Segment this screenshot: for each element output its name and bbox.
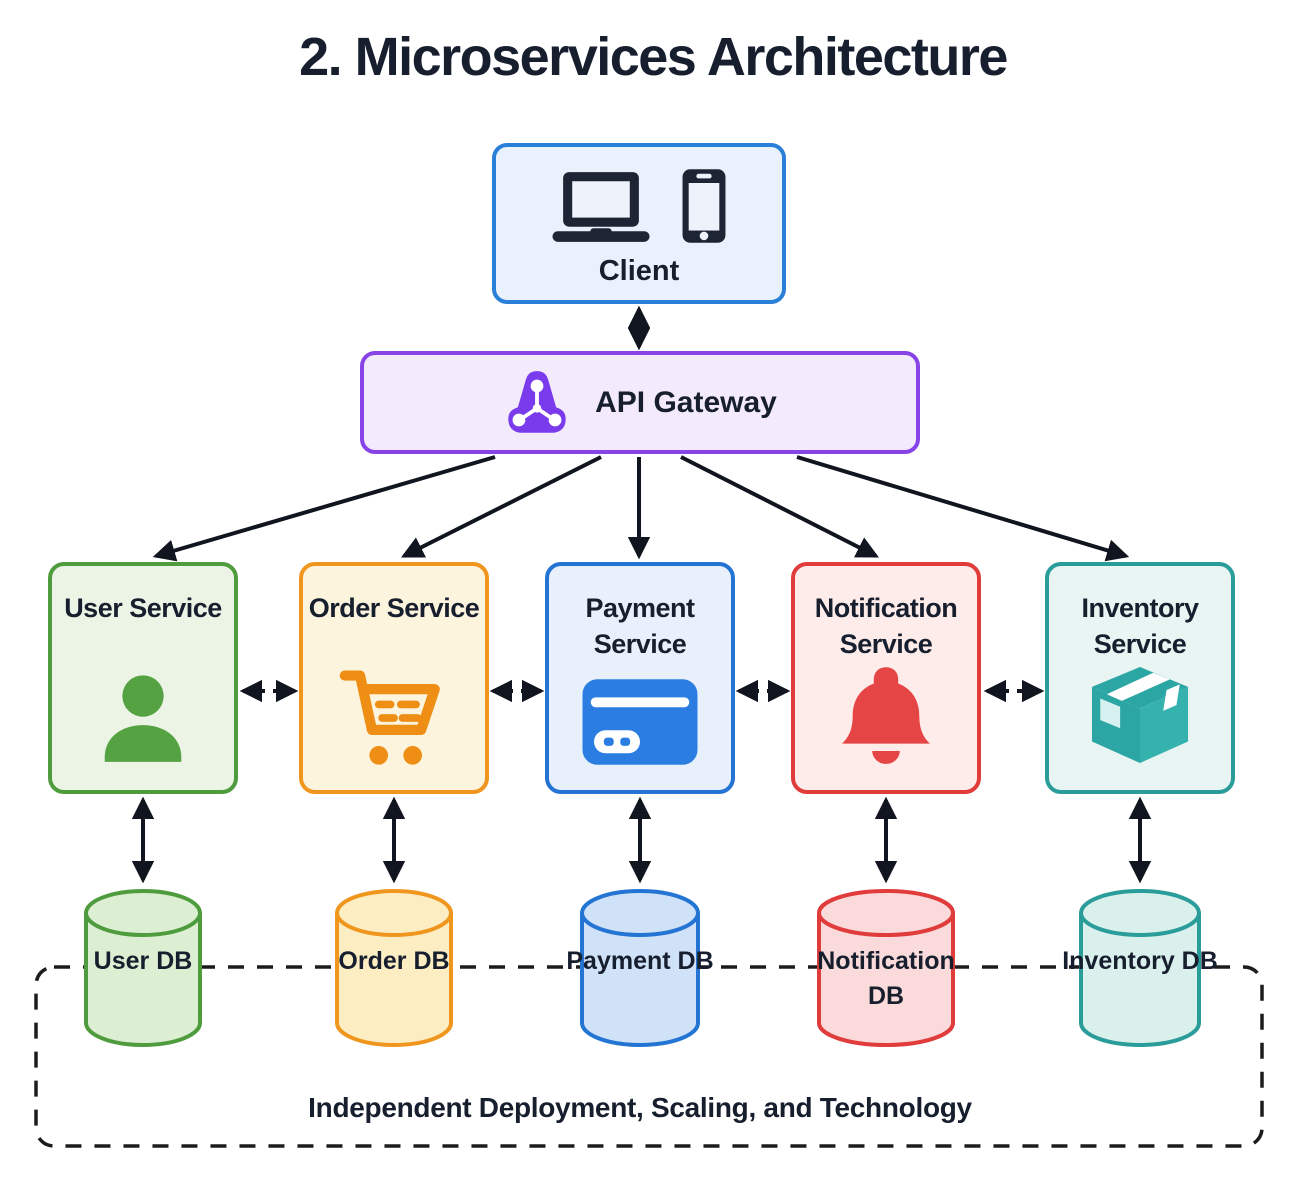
database-order: Order DB <box>333 886 455 1056</box>
independent-deployment-caption: Independent Deployment, Scaling, and Tec… <box>308 1092 972 1123</box>
service-label: Payment Service <box>585 593 695 660</box>
smartphone-icon <box>682 169 726 243</box>
client-icons <box>496 167 782 245</box>
database-label: Payment DB <box>566 947 714 975</box>
client-node: Client <box>492 143 786 304</box>
service-label: Order Service <box>308 593 480 623</box>
cylinder-shape <box>580 889 700 1047</box>
service-icon-wrap <box>795 664 977 768</box>
database-label: Notification DB <box>817 947 955 1010</box>
cylinder-shape <box>1079 889 1201 1047</box>
service-icon-wrap <box>1049 662 1231 768</box>
service-label: User Service <box>64 593 222 623</box>
database-notification: Notification DB <box>815 886 957 1056</box>
database-payment: Payment DB <box>566 886 714 1056</box>
service-node-notification: Notification Service <box>791 562 981 794</box>
package-box-icon <box>1091 666 1189 764</box>
person-icon <box>104 675 182 762</box>
cylinder-shape <box>817 889 955 1047</box>
service-node-order: Order Service <box>299 562 489 794</box>
service-node-payment: Payment Service <box>545 562 735 794</box>
service-node-user: User Service <box>48 562 238 794</box>
api-gateway-label: API Gateway <box>595 385 777 419</box>
database-inventory: Inventory DB <box>1062 886 1218 1056</box>
page-title: 2. Microservices Architecture <box>299 27 1008 87</box>
service-icon-wrap <box>549 676 731 768</box>
network-nodes-icon <box>508 370 566 433</box>
service-node-inventory: Inventory Service <box>1045 562 1235 794</box>
shopping-cart-icon <box>339 670 440 765</box>
service-icon-wrap <box>52 670 234 768</box>
database-label: User DB <box>93 947 193 975</box>
service-icon-wrap <box>303 668 485 768</box>
cylinder-shape <box>84 889 202 1047</box>
api-gateway-node: API Gateway <box>360 351 920 454</box>
database-label: Order DB <box>338 947 450 975</box>
bell-icon <box>842 667 930 764</box>
service-label: Notification Service <box>814 593 958 660</box>
database-user: User DB <box>82 886 204 1056</box>
service-label: Inventory Service <box>1081 593 1199 660</box>
database-label: Inventory DB <box>1062 947 1218 975</box>
credit-card-icon <box>582 679 698 765</box>
client-label: Client <box>598 255 680 287</box>
laptop-icon <box>552 172 650 242</box>
cylinder-shape <box>335 889 453 1047</box>
